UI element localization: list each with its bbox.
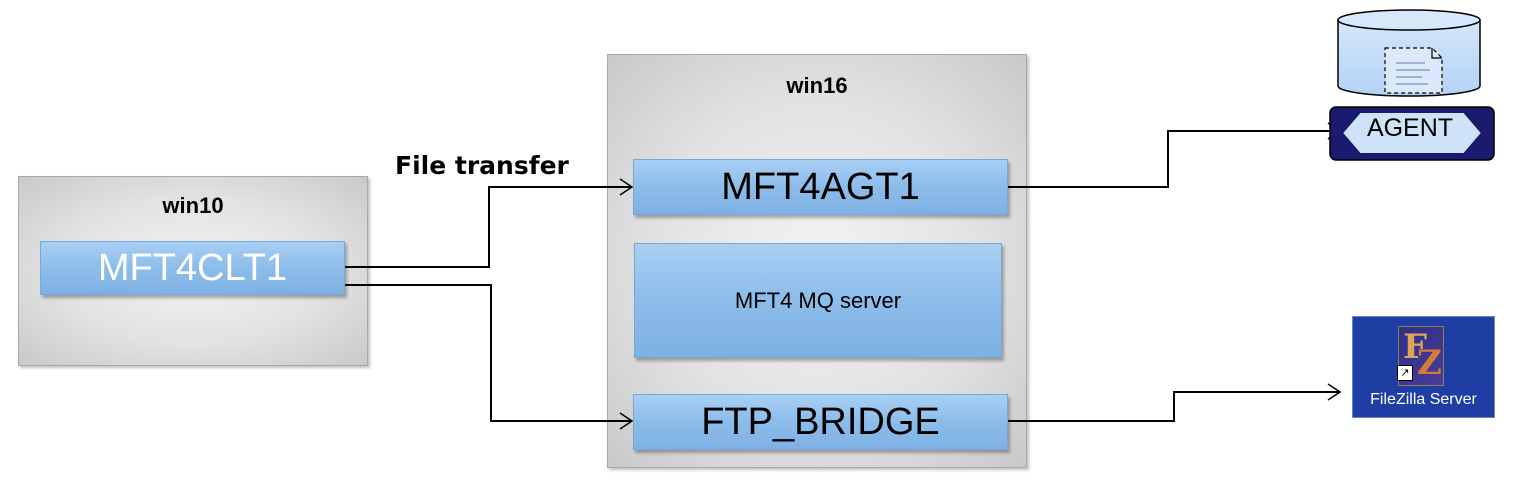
file-transfer-label: File transfer <box>395 151 569 180</box>
component-mft4agt1[interactable]: MFT4AGT1 <box>633 159 1008 215</box>
component-mq-server[interactable]: MFT4 MQ server <box>634 243 1002 358</box>
agent-symbol[interactable] <box>1329 106 1495 161</box>
component-mq-server-label: MFT4 MQ server <box>734 287 902 313</box>
connector-agent-to-external <box>1008 130 1340 188</box>
agent-symbol-label: AGENT <box>1366 114 1454 142</box>
component-mft4clt1[interactable]: MFT4CLT1 <box>40 241 345 295</box>
arrowhead-agent <box>619 178 634 196</box>
component-mft4agt1-label: MFT4AGT1 <box>721 165 920 208</box>
connector-bridge-to-filezilla <box>1008 391 1340 422</box>
component-mft4clt1-label: MFT4CLT1 <box>97 246 288 289</box>
arrowhead-filezilla <box>1327 383 1342 401</box>
connector-client-to-agent <box>345 186 632 268</box>
document-icon <box>1384 47 1443 94</box>
connector-client-to-bridge <box>345 284 632 422</box>
host-win16-title: win16 <box>786 73 848 98</box>
component-ftp-bridge[interactable]: FTP_BRIDGE <box>633 394 1008 450</box>
filezilla-caption: FileZilla Server <box>1370 391 1477 408</box>
shortcut-arrow-icon: ↗ <box>1397 365 1413 381</box>
arrowhead-bridge <box>619 412 634 430</box>
component-ftp-bridge-label: FTP_BRIDGE <box>701 400 940 443</box>
host-win10-title: win10 <box>162 193 224 218</box>
